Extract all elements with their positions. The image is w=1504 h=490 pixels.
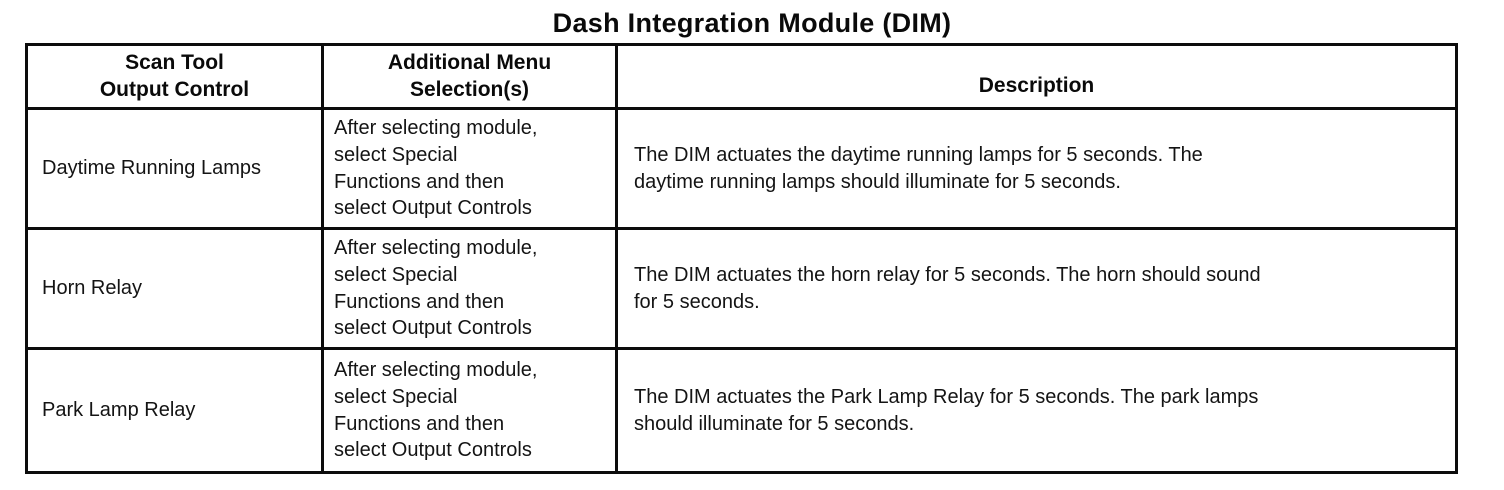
header-description: Description: [615, 43, 1458, 110]
table-header-row: Scan Tool Output Control Additional Menu…: [25, 43, 1458, 110]
table-row-park-lamp-relay: Park Lamp Relay After selecting module, …: [25, 347, 1458, 474]
cell-description: The DIM actuates the horn relay for 5 se…: [615, 227, 1458, 350]
cell-description: The DIM actuates the daytime running lam…: [615, 107, 1458, 230]
dim-output-control-table: Scan Tool Output Control Additional Menu…: [25, 43, 1458, 474]
cell-control: Daytime Running Lamps: [25, 107, 324, 230]
cell-control: Park Lamp Relay: [25, 347, 324, 474]
cell-menu: After selecting module, select Special F…: [321, 347, 618, 474]
page-title: Dash Integration Module (DIM): [552, 8, 952, 38]
table-row-daytime-running-lamps: Daytime Running Lamps After selecting mo…: [25, 107, 1458, 230]
cell-control: Horn Relay: [25, 227, 324, 350]
cell-menu: After selecting module, select Special F…: [321, 107, 618, 230]
cell-description: The DIM actuates the Park Lamp Relay for…: [615, 347, 1458, 474]
header-additional-menu-selections: Additional Menu Selection(s): [321, 43, 618, 110]
header-scan-tool-output-control: Scan Tool Output Control: [25, 43, 324, 110]
table-row-horn-relay: Horn Relay After selecting module, selec…: [25, 227, 1458, 350]
cell-menu: After selecting module, select Special F…: [321, 227, 618, 350]
